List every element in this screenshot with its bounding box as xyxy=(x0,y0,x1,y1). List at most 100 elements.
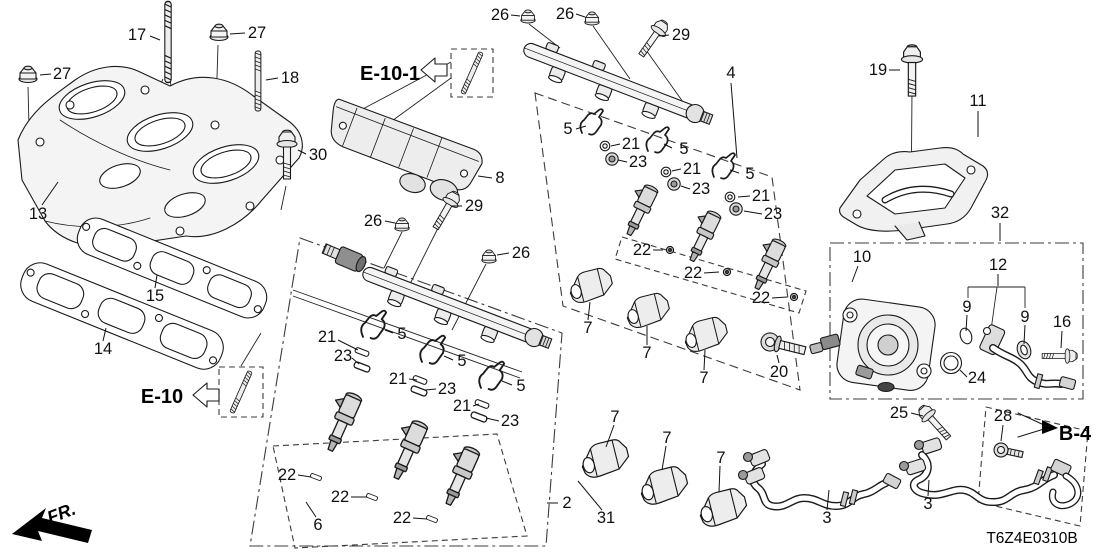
leader-line-27-2 xyxy=(39,73,52,76)
leader-line-31-57 xyxy=(577,480,603,511)
callout-3-62: 3 xyxy=(923,495,932,513)
injector-holder xyxy=(565,265,616,306)
callout-10-35: 10 xyxy=(853,248,871,266)
callout-bracket-12 xyxy=(967,286,1026,331)
callout-21-23: 21 xyxy=(683,160,701,178)
front-injector-set-box xyxy=(272,433,528,549)
leader-line-22-54 xyxy=(412,517,428,520)
fuel-feed-pipe xyxy=(979,324,1077,391)
callout-15-6: 15 xyxy=(146,287,164,305)
callout-22-53: 22 xyxy=(331,488,349,506)
callout-32-18: 32 xyxy=(991,204,1009,222)
callout-18-3: 18 xyxy=(281,69,299,87)
callout-5-45: 5 xyxy=(516,377,525,395)
high-pressure-pump xyxy=(809,298,936,393)
seal-ring-21 xyxy=(473,398,491,410)
injector-holder xyxy=(636,463,692,508)
leader-line-23-21 xyxy=(617,159,628,163)
injector xyxy=(315,387,365,455)
seal-22 xyxy=(365,492,379,502)
callout-6-55: 6 xyxy=(313,516,322,534)
injector-clip xyxy=(645,126,670,154)
callout-3-61: 3 xyxy=(822,509,831,527)
callout-7-33: 7 xyxy=(699,369,708,387)
leader-line-9-38 xyxy=(1023,324,1026,345)
bolt-25 xyxy=(913,400,956,445)
callout-7-58: 7 xyxy=(610,408,619,426)
leader-line-5-25 xyxy=(729,169,740,174)
nut-27 xyxy=(209,23,229,42)
nut-26 xyxy=(481,249,497,264)
bolt-29 xyxy=(633,15,673,61)
callout-24-40: 24 xyxy=(968,369,986,387)
callout-5-44: 5 xyxy=(457,352,466,370)
diagram-code: T6Z4E0310B xyxy=(986,530,1077,547)
callout-27-1: 27 xyxy=(248,24,266,42)
injector xyxy=(744,233,789,293)
stud-17 xyxy=(164,0,172,84)
callout-11-17: 11 xyxy=(969,92,986,110)
seal-22 xyxy=(789,292,799,302)
callout-26-11: 26 xyxy=(512,244,530,262)
callout-22-52: 22 xyxy=(278,466,296,484)
injector-holder xyxy=(695,485,751,530)
leader-line-23-51 xyxy=(485,417,500,422)
front-rail-group-box xyxy=(249,237,563,547)
fuel-rail-rear xyxy=(516,34,717,140)
callout-5-22: 5 xyxy=(679,140,688,158)
gasket-lower xyxy=(20,262,224,370)
callout-21-26: 21 xyxy=(752,187,770,205)
leader-line-23-47 xyxy=(351,357,360,365)
callout-22-28: 22 xyxy=(633,241,651,259)
leader-line-9-37 xyxy=(965,314,968,332)
seal-ring-23 xyxy=(469,410,489,424)
callout-8-8: 8 xyxy=(495,169,504,187)
callout-23-21: 23 xyxy=(629,153,647,171)
callout-14-7: 14 xyxy=(94,340,112,358)
callout-9-38: 9 xyxy=(1020,308,1029,326)
leader-line-16-39 xyxy=(1060,330,1063,349)
callout-21-20: 21 xyxy=(622,135,640,153)
leader-line-7-59 xyxy=(661,445,667,471)
callout-21-46: 21 xyxy=(318,328,336,346)
seal-22 xyxy=(665,245,675,255)
leader-line-26-13 xyxy=(575,13,586,18)
leader-line-23-24 xyxy=(680,185,691,190)
injector-clip xyxy=(711,152,736,180)
injector-holder xyxy=(577,436,633,481)
seal-22 xyxy=(722,267,732,277)
seal-ring-23 xyxy=(667,177,681,191)
leader-line-3-61 xyxy=(826,489,830,511)
seal-ring-23 xyxy=(409,384,429,398)
ref-e10-1: E-10-1 xyxy=(360,63,420,85)
seal-ring-21 xyxy=(599,140,611,152)
injector xyxy=(433,441,483,509)
seal-ring-21 xyxy=(660,166,672,178)
nut-26 xyxy=(520,9,536,24)
callout-5-19: 5 xyxy=(563,120,572,138)
seal-ring-21 xyxy=(724,191,736,203)
leader-line-23-49 xyxy=(424,388,437,391)
callout-19-16: 19 xyxy=(869,61,887,79)
stud-e10-1 xyxy=(460,51,484,95)
callout-22-30: 22 xyxy=(752,289,770,307)
callout-22-54: 22 xyxy=(393,509,411,527)
callout-23-27: 23 xyxy=(764,205,782,223)
leader-line-10-35 xyxy=(851,265,859,283)
e10-arrow-icon xyxy=(192,382,220,408)
callout-9-37: 9 xyxy=(962,298,971,316)
intake-manifold xyxy=(17,65,303,248)
b4-arrow-icon xyxy=(1017,412,1058,438)
leader-line-7-33 xyxy=(703,349,706,371)
leader-line-3-62 xyxy=(927,479,930,497)
bolt-19 xyxy=(900,44,924,97)
seal-ring-23 xyxy=(352,360,372,374)
callout-13-5: 13 xyxy=(29,205,47,223)
leader-line-21-20 xyxy=(610,143,621,147)
injector-holder xyxy=(680,314,731,355)
leader-line-5-43 xyxy=(384,329,394,334)
callout-22-29: 22 xyxy=(684,264,702,282)
seal-ring-23 xyxy=(729,202,743,216)
